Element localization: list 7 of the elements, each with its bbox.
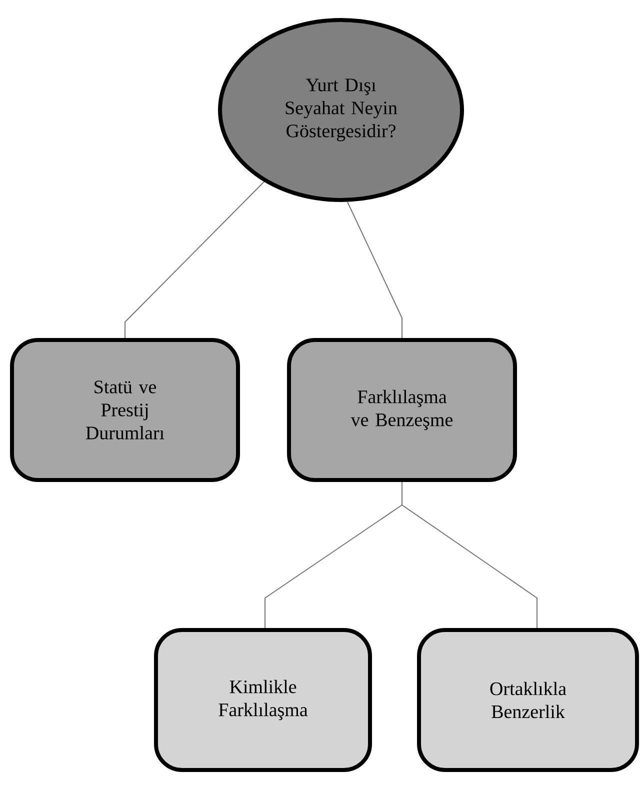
connector-line (402, 482, 538, 628)
connector-line (346, 201, 402, 338)
subcategory-box: Kimlikle Farklılaşma (154, 628, 372, 772)
category-box: Farklılaşma ve Benzeşme (287, 338, 517, 482)
connector-line (124, 181, 265, 338)
category-box: Statü ve Prestij Durumları (10, 338, 240, 482)
subcategory-box: Ortaklıkla Benzerlik (417, 628, 639, 772)
